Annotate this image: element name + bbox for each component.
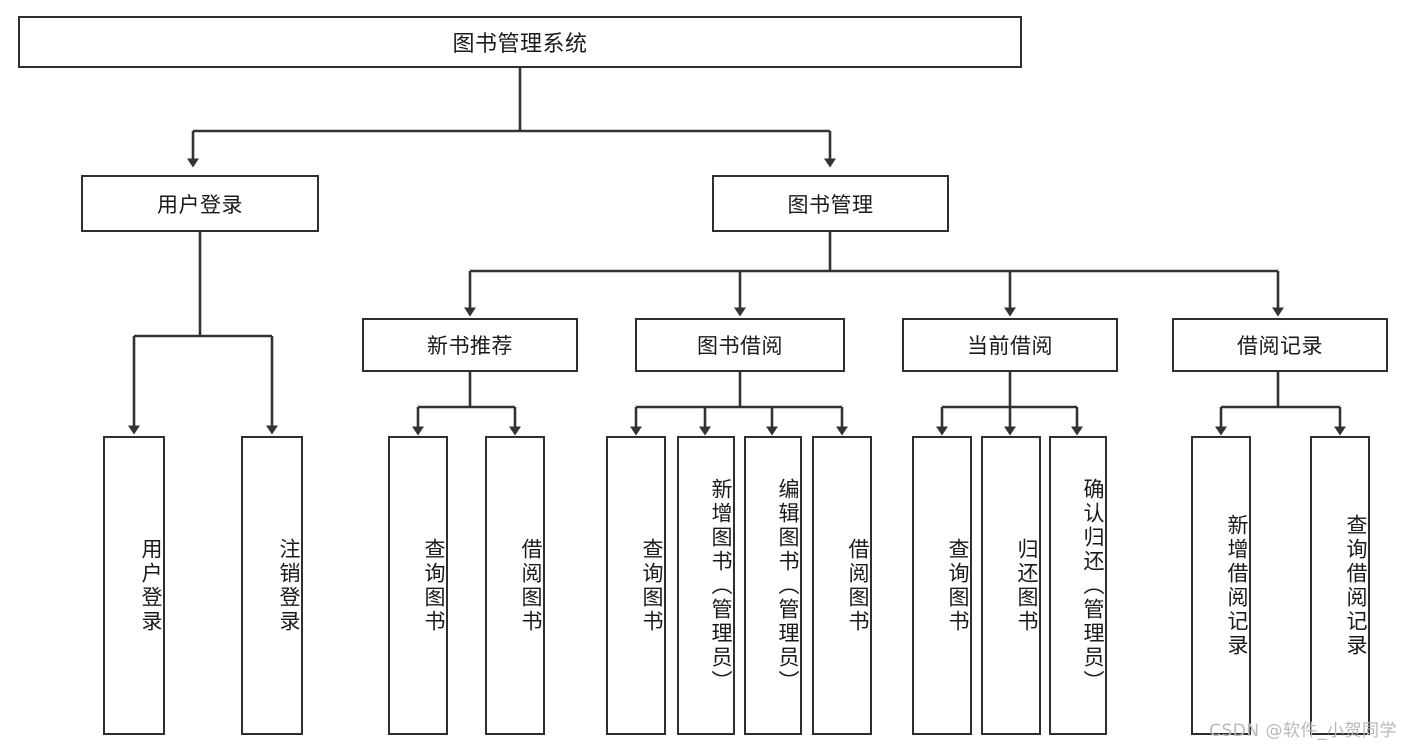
leaf-query-book-borrow[interactable]: 查询图书 bbox=[606, 436, 666, 735]
node-borrow-record[interactable]: 借阅记录 bbox=[1172, 318, 1388, 372]
node-label: 查询图书 bbox=[640, 537, 664, 634]
node-label: 查询借阅记录 bbox=[1344, 513, 1368, 658]
leaf-query-book-recommend[interactable]: 查询图书 bbox=[388, 436, 448, 735]
leaf-user-login[interactable]: 用户登录 bbox=[103, 436, 165, 735]
leaf-query-borrow-record[interactable]: 查询借阅记录 bbox=[1310, 436, 1370, 735]
node-label: 编辑图书（管理员） bbox=[776, 477, 800, 694]
node-book-borrow[interactable]: 图书借阅 bbox=[635, 318, 845, 372]
node-label: 图书管理 bbox=[787, 192, 874, 217]
node-label: 新增图书（管理员） bbox=[709, 477, 733, 694]
node-label: 归还图书 bbox=[1015, 537, 1039, 634]
node-label: 图书借阅 bbox=[697, 334, 783, 358]
leaf-return-book[interactable]: 归还图书 bbox=[981, 436, 1041, 735]
node-label: 用户登录 bbox=[157, 192, 243, 217]
node-book-management[interactable]: 图书管理 bbox=[712, 175, 949, 232]
node-label: 新书推荐 bbox=[427, 334, 513, 358]
node-label: 图书管理系统 bbox=[452, 32, 588, 57]
node-label: 用户登录 bbox=[139, 537, 163, 634]
leaf-edit-book-admin[interactable]: 编辑图书（管理员） bbox=[744, 436, 802, 735]
leaf-add-borrow-record[interactable]: 新增借阅记录 bbox=[1191, 436, 1251, 735]
node-root-system[interactable]: 图书管理系统 bbox=[18, 16, 1022, 68]
leaf-borrow-book-recommend[interactable]: 借阅图书 bbox=[485, 436, 545, 735]
node-label: 查询图书 bbox=[946, 537, 970, 634]
leaf-add-book-admin[interactable]: 新增图书（管理员） bbox=[677, 436, 735, 735]
leaf-confirm-return-admin[interactable]: 确认归还（管理员） bbox=[1049, 436, 1107, 735]
node-label: 注销登录 bbox=[277, 537, 301, 634]
node-new-book-recommend[interactable]: 新书推荐 bbox=[362, 318, 578, 372]
node-label: 确认归还（管理员） bbox=[1081, 477, 1105, 694]
node-user-login[interactable]: 用户登录 bbox=[81, 175, 319, 232]
node-label: 当前借阅 bbox=[967, 334, 1053, 358]
node-label: 借阅图书 bbox=[519, 537, 543, 634]
leaf-borrow-book[interactable]: 借阅图书 bbox=[812, 436, 872, 735]
node-label: 借阅记录 bbox=[1237, 334, 1323, 358]
node-label: 新增借阅记录 bbox=[1225, 513, 1249, 658]
leaf-logout[interactable]: 注销登录 bbox=[241, 436, 303, 735]
leaf-query-book-current[interactable]: 查询图书 bbox=[912, 436, 972, 735]
watermark-text: CSDN @软件_小贺同学 bbox=[1209, 721, 1397, 741]
node-current-borrow[interactable]: 当前借阅 bbox=[902, 318, 1118, 372]
node-label: 借阅图书 bbox=[846, 537, 870, 634]
node-label: 查询图书 bbox=[422, 537, 446, 634]
